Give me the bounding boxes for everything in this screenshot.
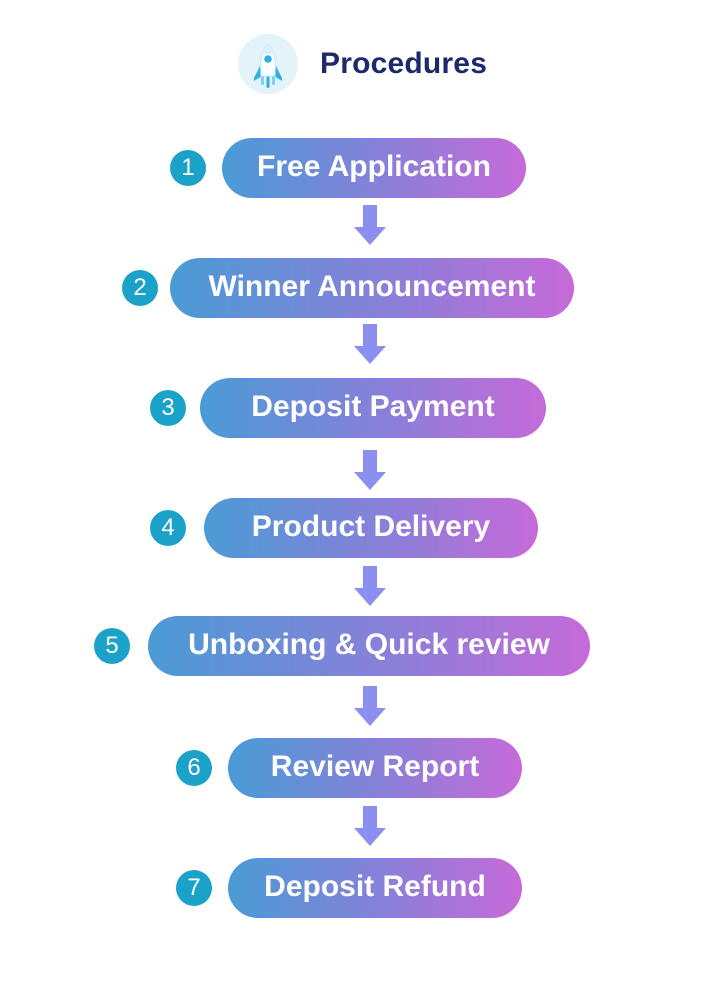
- step-review-report: Review Report: [228, 738, 522, 798]
- page-title: Procedures: [320, 47, 488, 80]
- arrow-down-icon: [354, 806, 386, 846]
- step-number-badge: 1: [170, 150, 206, 186]
- arrow-down-icon: [354, 686, 386, 726]
- arrow-down-icon: [354, 450, 386, 490]
- arrow-down-icon: [354, 324, 386, 364]
- step-number-badge: 4: [150, 510, 186, 546]
- step-number-badge: 2: [122, 270, 158, 306]
- step-winner-announcement: Winner Announcement: [170, 258, 574, 318]
- arrow-down-icon: [354, 566, 386, 606]
- step-product-delivery: Product Delivery: [204, 498, 538, 558]
- step-unboxing-quick-review: Unboxing & Quick review: [148, 616, 590, 676]
- step-number-badge: 7: [176, 870, 212, 906]
- arrow-down-icon: [354, 205, 386, 245]
- step-deposit-payment: Deposit Payment: [200, 378, 546, 438]
- rocket-icon: [238, 34, 298, 94]
- step-number-badge: 3: [150, 390, 186, 426]
- step-free-application: Free Application: [222, 138, 526, 198]
- procedures-header: Procedures: [0, 34, 720, 96]
- step-number-badge: 6: [176, 750, 212, 786]
- step-number-badge: 5: [94, 628, 130, 664]
- step-deposit-refund: Deposit Refund: [228, 858, 522, 918]
